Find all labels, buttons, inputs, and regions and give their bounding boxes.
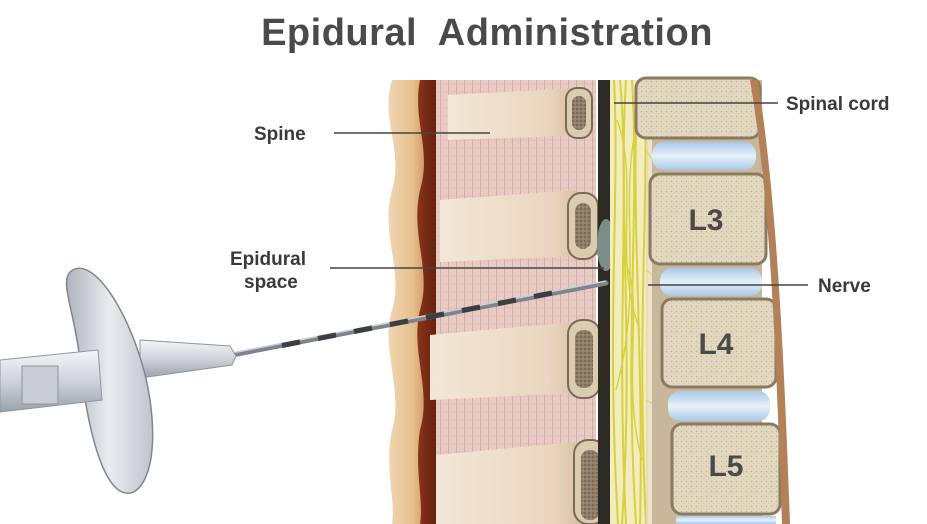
label-epidural-line2: space bbox=[244, 272, 298, 293]
vertebral-body-top bbox=[636, 78, 760, 138]
vertebra-label-l3: L3 bbox=[688, 204, 723, 237]
needle-hub bbox=[140, 340, 236, 378]
spine-cross-section: L3 L4 L5 bbox=[389, 78, 790, 524]
dura-band bbox=[598, 80, 612, 524]
intervertebral-disc bbox=[652, 142, 756, 170]
diagram-title: Epidural Administration bbox=[261, 12, 713, 54]
label-nerve: Nerve bbox=[818, 276, 871, 297]
label-epidural-line1: Epidural bbox=[230, 249, 306, 270]
intervertebral-disc bbox=[668, 391, 770, 421]
label-spinal-cord: Spinal cord bbox=[786, 94, 889, 115]
intervertebral-disc bbox=[660, 268, 762, 296]
vertebra-label-l5: L5 bbox=[708, 450, 743, 483]
label-spine: Spine bbox=[254, 124, 306, 145]
vertebra-label-l4: L4 bbox=[698, 328, 733, 361]
